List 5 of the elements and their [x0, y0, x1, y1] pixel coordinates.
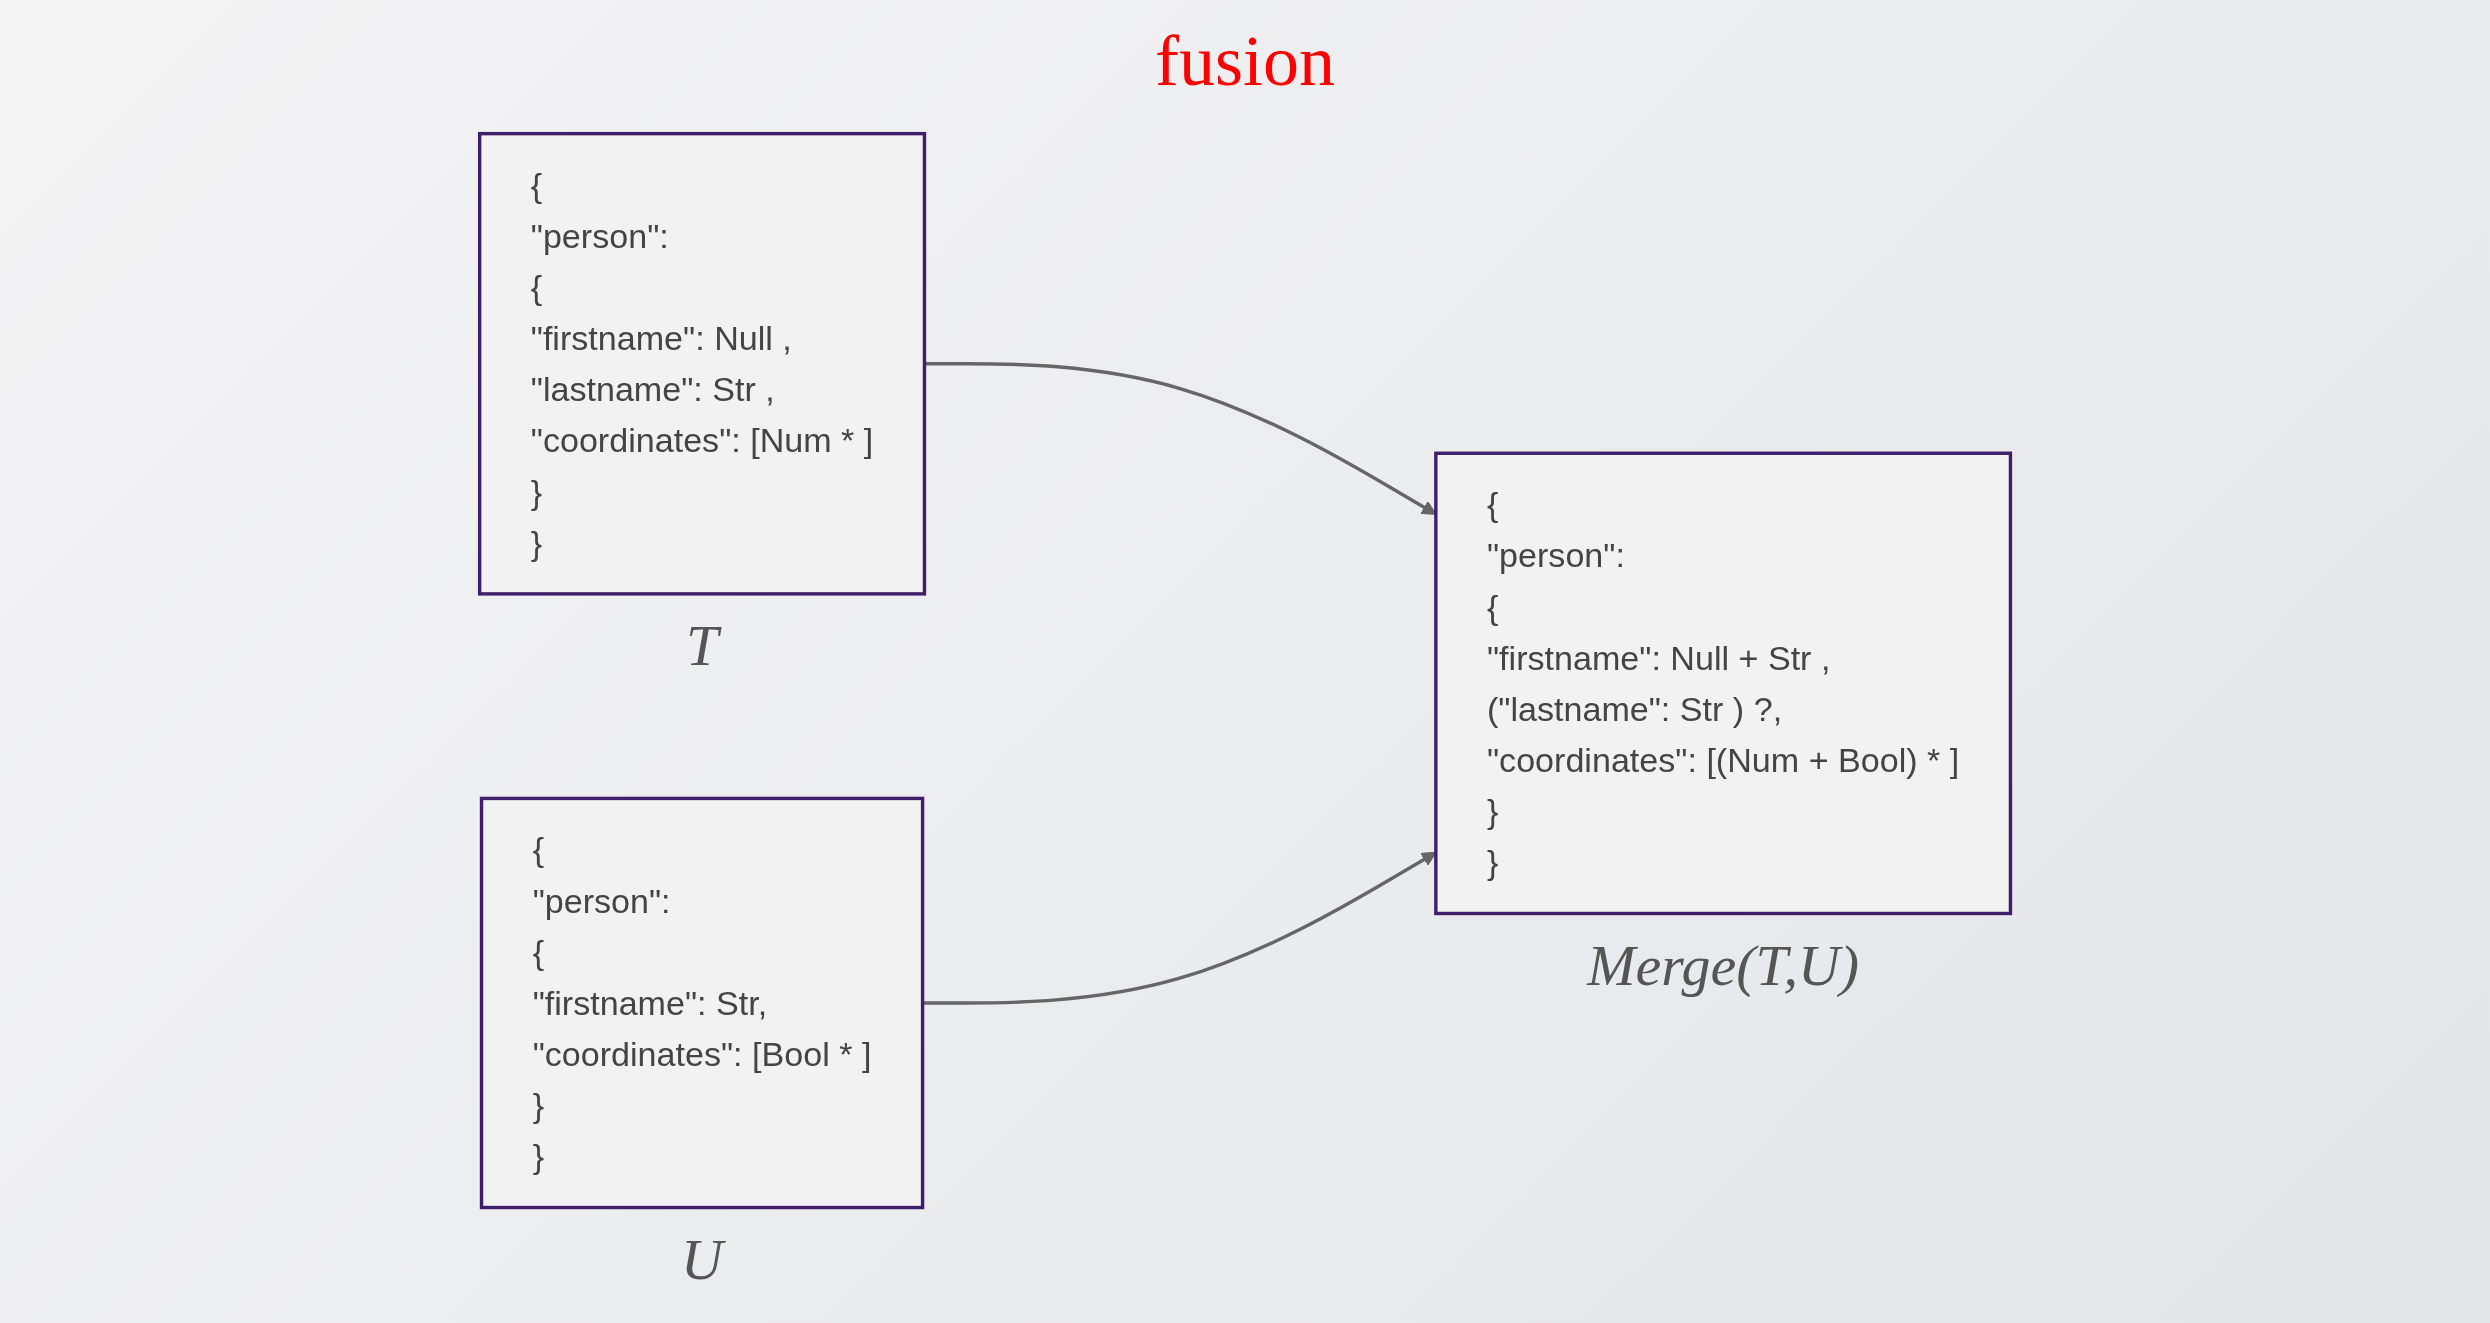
node-box: { "person": { "firstname": Null , "lastname": Str , "coordinates": [Num * ] } }	[477, 131, 927, 596]
box-caption: Merge(T,U)	[1587, 933, 1860, 999]
node-box: { "person": { "firstname": Str, "coordinates": [Bool * ] } }	[479, 796, 925, 1210]
fusion-label: fusion	[1155, 21, 1335, 101]
node-box: { "person": { "firstname": Null + Str , ("lastname": Str ) ?, "coordinates": [(Num + Bool) * ] } }	[1434, 451, 2013, 916]
